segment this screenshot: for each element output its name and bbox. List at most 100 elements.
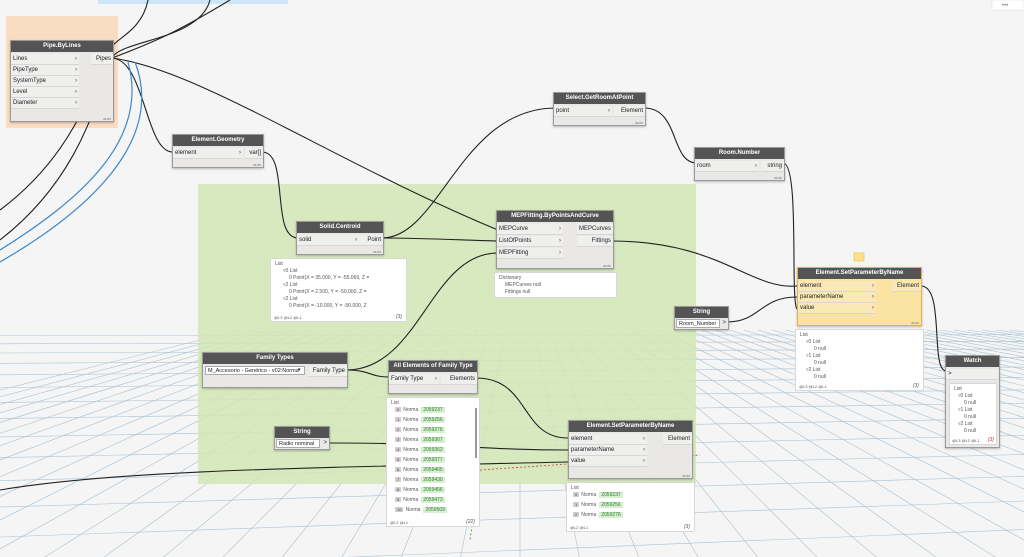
element-id-link[interactable]: 2059237 — [599, 492, 623, 498]
element-id-link[interactable]: 2059256 — [421, 417, 445, 423]
input-port-parametername[interactable]: parameterName — [571, 447, 615, 453]
element-id-link[interactable]: 2059276 — [599, 512, 623, 518]
port-row-mepcurve[interactable]: MEPCurve› — [497, 224, 563, 235]
preview-set-parameter-top[interactable]: List ▿0 List 0 null ▿1 List 0 null ▿2 Li… — [795, 329, 924, 391]
node-select-room-at-point[interactable]: Select.GetRoomAtPoint point› Element aut… — [553, 92, 646, 126]
port-row-mepfitting[interactable]: MEPFitting› — [497, 248, 563, 259]
input-port-watch[interactable]: > — [948, 371, 952, 377]
lacing-label[interactable]: auto — [774, 175, 782, 180]
element-id-link[interactable]: 2059473 — [421, 497, 445, 503]
output-port-mepcurves[interactable]: MEPCurves — [578, 226, 611, 232]
lacing-label[interactable]: auto — [373, 249, 381, 254]
node-set-parameter-by-name-top[interactable]: Element.SetParameterByName element› para… — [797, 267, 922, 326]
output-port-string[interactable]: string — [767, 163, 782, 169]
input-port-diameter[interactable]: Diameter — [13, 100, 38, 106]
node-string-radio-nominal[interactable]: String Radio nominal > — [274, 426, 330, 450]
input-port-element[interactable]: element — [800, 283, 822, 289]
input-port-room[interactable]: room — [697, 163, 711, 169]
port-row-point[interactable]: point› — [554, 106, 612, 117]
scrollbar[interactable] — [475, 408, 477, 458]
port-row-level[interactable]: Level› — [11, 87, 79, 98]
port-row-string[interactable]: string — [761, 161, 784, 172]
node-element-geometry[interactable]: Element.Geometry element› var[] auto — [172, 134, 264, 168]
element-id-link[interactable]: 2059456 — [421, 487, 445, 493]
lacing-label[interactable]: auto — [253, 162, 261, 167]
lacing-label[interactable]: auto — [682, 473, 690, 478]
output-port-string[interactable]: > — [722, 320, 726, 326]
node-watch[interactable]: Watch > List ▿0 List 0 null ▿1 List 0 nu… — [945, 355, 1000, 448]
node-string-room-number[interactable]: String Room_Number > — [674, 306, 729, 330]
input-port-mepcurve[interactable]: MEPCurve — [499, 226, 529, 232]
element-id-link[interactable]: 2059377 — [421, 457, 445, 463]
input-port-lines[interactable]: Lines — [13, 56, 28, 62]
output-port-elements[interactable]: Elements — [449, 376, 475, 382]
input-port-level[interactable]: Level — [13, 89, 28, 95]
lacing-label[interactable]: auto — [911, 320, 919, 325]
element-id-link[interactable]: 2059307 — [421, 437, 445, 443]
input-port-solid[interactable]: solid — [299, 237, 312, 243]
input-port-pipetype[interactable]: PipeType — [13, 67, 39, 73]
port-row-solid[interactable]: solid› — [297, 235, 359, 246]
port-row-watch-input[interactable]: > — [946, 369, 998, 380]
port-row-var[interactable]: var[] — [245, 148, 263, 159]
port-row-element[interactable]: element› — [798, 281, 876, 292]
node-all-elements-of-family-type[interactable]: All Elements of Family Type Family Type›… — [388, 360, 478, 394]
node-mep-fitting-by-points-and-curve[interactable]: MEPFitting.ByPointsAndCurve MEPCurve› Li… — [496, 210, 614, 269]
watch-preview[interactable]: List ▿0 List 0 null ▿1 List 0 null ▿2 Li… — [949, 383, 997, 445]
chevron-down-icon[interactable]: ▾ — [298, 367, 301, 373]
port-row-element[interactable]: element› — [173, 148, 243, 159]
element-id-link[interactable]: 2059509 — [423, 507, 447, 513]
input-port-point[interactable]: point — [556, 108, 570, 114]
port-row-listofpoints[interactable]: ListOfPoints› — [497, 236, 563, 247]
input-port-element[interactable]: element — [571, 436, 593, 442]
node-room-number[interactable]: Room.Number room› string auto — [694, 147, 785, 181]
port-row-parametername[interactable]: parameterName› — [798, 292, 876, 303]
port-row-value[interactable]: value› — [569, 456, 647, 467]
output-port-element[interactable]: Element — [620, 108, 643, 114]
output-port-element[interactable]: Element — [896, 283, 919, 289]
input-port-listofpoints[interactable]: ListOfPoints — [499, 238, 532, 244]
port-row-family-type-in[interactable]: Family Type› — [389, 374, 439, 385]
output-port-fittings[interactable]: Fittings — [591, 238, 611, 244]
element-id-link[interactable]: 2059405 — [421, 467, 445, 473]
port-row-element-out[interactable]: Element — [892, 281, 921, 292]
output-port-var[interactable]: var[] — [249, 150, 261, 156]
element-id-link[interactable]: 2059237 — [421, 407, 445, 413]
node-family-types[interactable]: Family Types M_Accesorio - Genérico - v0… — [202, 352, 348, 388]
port-row-parametername[interactable]: parameterName› — [569, 445, 647, 456]
string-input[interactable]: Room_Number — [676, 319, 720, 328]
port-row-lines[interactable]: Lines› — [11, 54, 79, 65]
port-row-elements[interactable]: Elements — [441, 374, 477, 385]
port-row-mepcurves[interactable]: MEPCurves — [577, 224, 613, 235]
input-port-parametername[interactable]: parameterName — [800, 294, 844, 300]
input-port-systemtype[interactable]: SystemType — [13, 78, 47, 84]
node-solid-centroid[interactable]: Solid.Centroid solid› Point auto — [296, 221, 384, 255]
input-port-value[interactable]: value — [571, 458, 586, 464]
lacing-label[interactable]: auto — [603, 263, 611, 268]
output-port-pipes[interactable]: Pipes — [95, 56, 111, 62]
output-port-family-type[interactable]: Family Type — [312, 368, 345, 374]
port-row-element-out[interactable]: Element — [614, 106, 645, 117]
port-row-family-type[interactable]: Family Type — [309, 366, 347, 377]
input-port-value[interactable]: value — [800, 305, 815, 311]
port-row-point-out[interactable]: Point — [359, 235, 383, 246]
input-port-mepfitting[interactable]: MEPFitting — [499, 250, 529, 256]
preview-solid-centroid[interactable]: List ▿0 List 0 Point(X = 35.000, Y = -55… — [270, 258, 407, 322]
pin-note-icon[interactable] — [853, 252, 865, 262]
port-row-systemtype[interactable]: SystemType› — [11, 76, 79, 87]
port-row-pipes[interactable]: Pipes — [91, 54, 113, 65]
